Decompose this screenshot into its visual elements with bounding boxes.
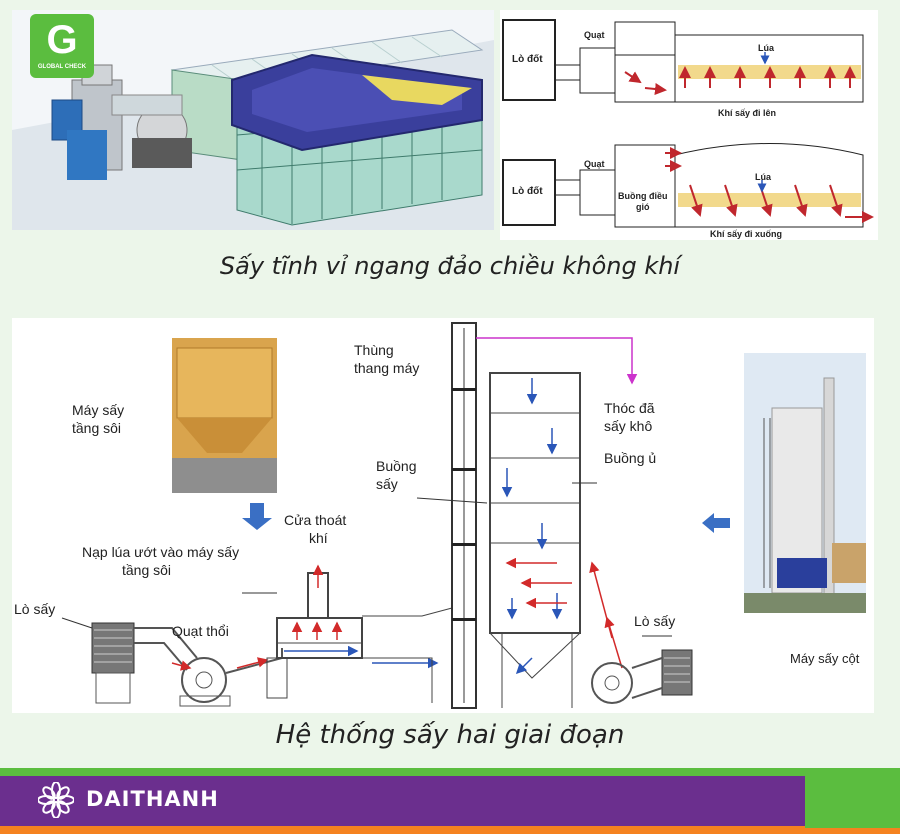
fluid-bed-dryer-label-1: Máy sấy bbox=[72, 402, 125, 418]
logo-letter: G bbox=[46, 18, 78, 62]
downflow-caption: Khí sấy đi xuống bbox=[710, 229, 783, 239]
exhaust-label-2: khí bbox=[309, 530, 328, 546]
chamber-label-2: gió bbox=[636, 202, 650, 212]
caption-bottom: Hệ thống sấy hai giai đoạn bbox=[275, 720, 625, 750]
airflow-schematic bbox=[502, 19, 874, 228]
footer-graphic bbox=[0, 768, 900, 834]
chamber-label-1: Buồng điều bbox=[618, 191, 668, 201]
load-wet-label-1: Nạp lúa ướt vào máy sấy bbox=[82, 544, 240, 560]
fan-label-down: Quạt bbox=[584, 159, 605, 169]
elevator-label-1: Thùng bbox=[354, 342, 394, 358]
logo-text: GLOBAL CHECK bbox=[37, 64, 87, 70]
fan-label-up: Quạt bbox=[584, 30, 605, 40]
upflow-caption: Khí sấy đi lên bbox=[718, 108, 777, 118]
sliding-dryer-render bbox=[12, 29, 494, 230]
dried-rice-label-1: Thóc đã bbox=[604, 400, 655, 416]
footer-bar: DAITHANH bbox=[0, 768, 900, 834]
furnace-label-up: Lò đốt bbox=[512, 54, 543, 65]
drying-chamber-label-1: Buồng bbox=[376, 458, 417, 474]
column-dryer-label: Máy sấy cột bbox=[790, 651, 860, 666]
brand-name: DAITHANH bbox=[86, 787, 219, 811]
exhaust-label-1: Cửa thoát bbox=[284, 512, 347, 528]
bottom-diagram-panel: Máy sấy tầng sôi Nạp lúa ướt vào máy sấy… bbox=[12, 318, 874, 713]
furnace-right-label: Lò sấy bbox=[634, 613, 676, 629]
elevator-label-2: thang máy bbox=[354, 360, 420, 376]
furnace-label-down: Lò đốt bbox=[512, 186, 543, 197]
caption-top: Sấy tĩnh vỉ ngang đảo chiều không khí bbox=[219, 252, 681, 280]
top-photo-panel: G GLOBAL CHECK bbox=[12, 10, 494, 230]
global-check-logo: G GLOBAL CHECK bbox=[30, 14, 94, 78]
grain-label-up: Lúa bbox=[758, 43, 775, 53]
two-stage-dryer-schematic bbox=[61, 322, 866, 709]
daithanh-logo-icon bbox=[38, 782, 74, 818]
dried-rice-label-2: sấy khô bbox=[604, 418, 653, 434]
top-schematic-panel: Lò đốt Quạt Lúa Khí sấy đi lên Lò đốt Qu… bbox=[500, 10, 878, 240]
fluid-bed-dryer-label-2: tầng sôi bbox=[72, 420, 122, 436]
drying-chamber-label-2: sấy bbox=[376, 476, 398, 492]
furnace-left-label: Lò sấy bbox=[14, 601, 56, 617]
grain-label-down: Lúa bbox=[755, 172, 772, 182]
load-wet-label-2: tầng sôi bbox=[122, 562, 172, 578]
blower-label: Quạt thổi bbox=[172, 623, 229, 639]
tempering-chamber-label: Buồng ủ bbox=[604, 450, 657, 466]
